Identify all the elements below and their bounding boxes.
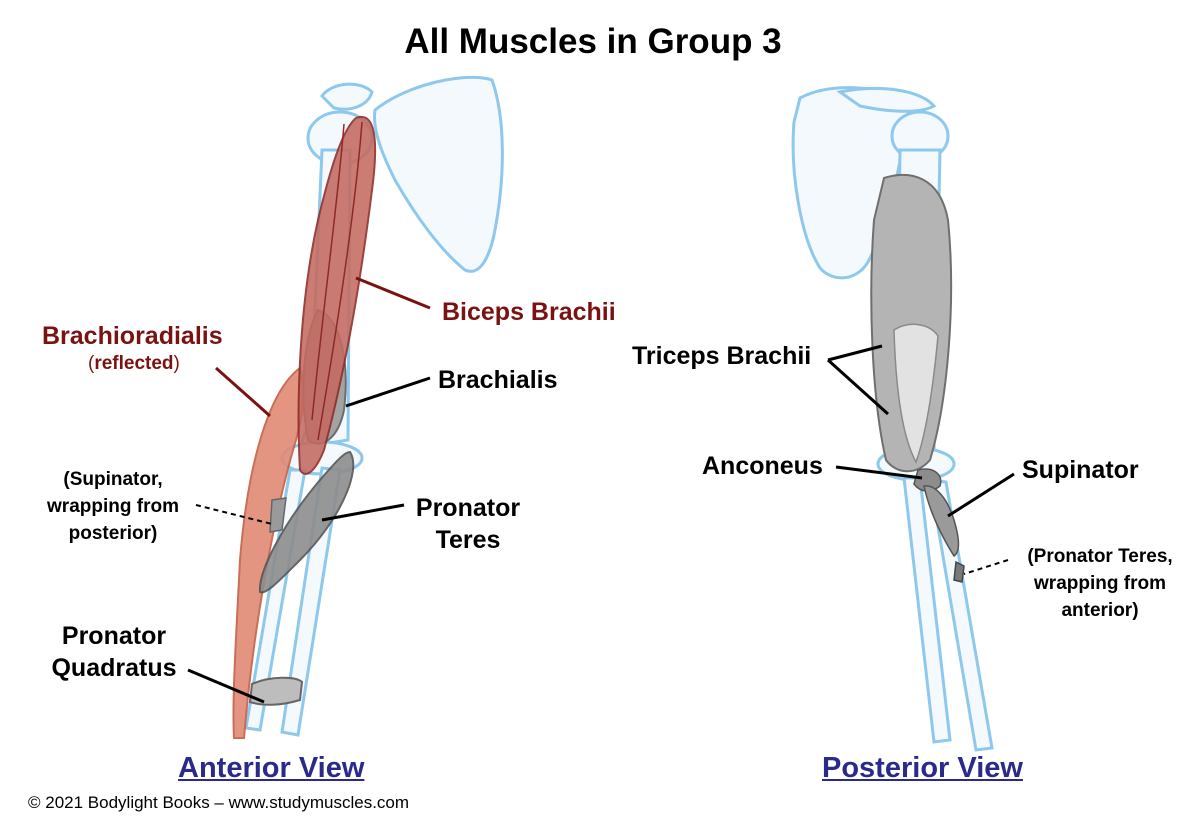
label-supinator-posterior: Supinator [1022, 456, 1139, 484]
posterior-pronator-leader [963, 559, 1009, 575]
label-pronator-teres: Pronator Teres [412, 492, 524, 556]
posterior-pronator-teres-muscle [953, 560, 965, 583]
pronator-quadratus-muscle [248, 676, 304, 706]
triceps-tendon [893, 323, 939, 464]
posterior-arm-drawing [791, 86, 1015, 752]
label-brachioradialis-note: (reflected) [88, 353, 180, 374]
label-pronator-teres-line1: Pronator [415, 494, 521, 522]
label-pronator-quadratus: Pronator Quadratus [44, 620, 184, 684]
brachioradialis-leader [215, 366, 271, 418]
posterior-supinator-leader [947, 472, 1015, 518]
anterior-scapula [373, 75, 504, 273]
label-pronator-posterior-line1: (Pronator Teres, [1027, 546, 1173, 567]
label-supinator-line3: posterior) [68, 523, 158, 544]
label-brachioradialis: Brachioradialis [42, 322, 223, 350]
pronator-teres-leader [321, 503, 405, 522]
posterior-supinator-muscle [923, 485, 960, 558]
footer-copyright: © 2021 Bodylight Books – www.studymuscle… [28, 793, 410, 812]
label-anconeus: Anconeus [702, 452, 823, 480]
label-biceps-brachii: Biceps Brachii [442, 298, 616, 326]
page-title: All Muscles in Group 3 [404, 22, 782, 61]
biceps-muscle [297, 115, 377, 475]
label-pronator-posterior-line2: wrapping from [1034, 573, 1166, 594]
label-brachialis: Brachialis [438, 366, 558, 394]
label-pronator-teres-line2: Teres [435, 526, 501, 554]
label-pronator-quadratus-line2: Quadratus [51, 654, 177, 682]
biceps-leader [355, 276, 431, 310]
label-reflected: reflected [94, 353, 174, 374]
label-pronator-teres-posterior: (Pronator Teres, wrapping from anterior) [1010, 543, 1190, 624]
triceps-leader-1 [827, 344, 883, 362]
anterior-coracoid [320, 82, 374, 111]
label-supinator-line1: (Supinator, [63, 469, 163, 490]
label-triceps-brachii: Triceps Brachii [632, 342, 812, 370]
brachioradialis-muscle [232, 366, 305, 739]
triceps-leader-2 [826, 358, 890, 416]
label-pronator-posterior-line3: anterior) [1061, 600, 1139, 621]
label-supinator-anterior: (Supinator, wrapping from posterior) [34, 466, 192, 547]
brachialis-leader [345, 376, 431, 408]
anconeus-muscle [913, 468, 942, 492]
caption-posterior-view: Posterior View [822, 752, 1023, 784]
anconeus-leader [835, 465, 923, 480]
posterior-acromion [836, 86, 937, 113]
caption-anterior-view: Anterior View [178, 752, 365, 784]
biceps-tendon-lines [311, 121, 363, 441]
pronator-quadratus-leader [187, 668, 265, 704]
pronator-teres-muscle [258, 450, 355, 594]
supinator-leader [195, 504, 273, 525]
label-pronator-quadratus-line1: Pronator [61, 622, 167, 650]
anterior-supinator-muscle [269, 497, 287, 533]
label-supinator-line2: wrapping from [47, 496, 179, 517]
anterior-arm-drawing [187, 75, 504, 739]
